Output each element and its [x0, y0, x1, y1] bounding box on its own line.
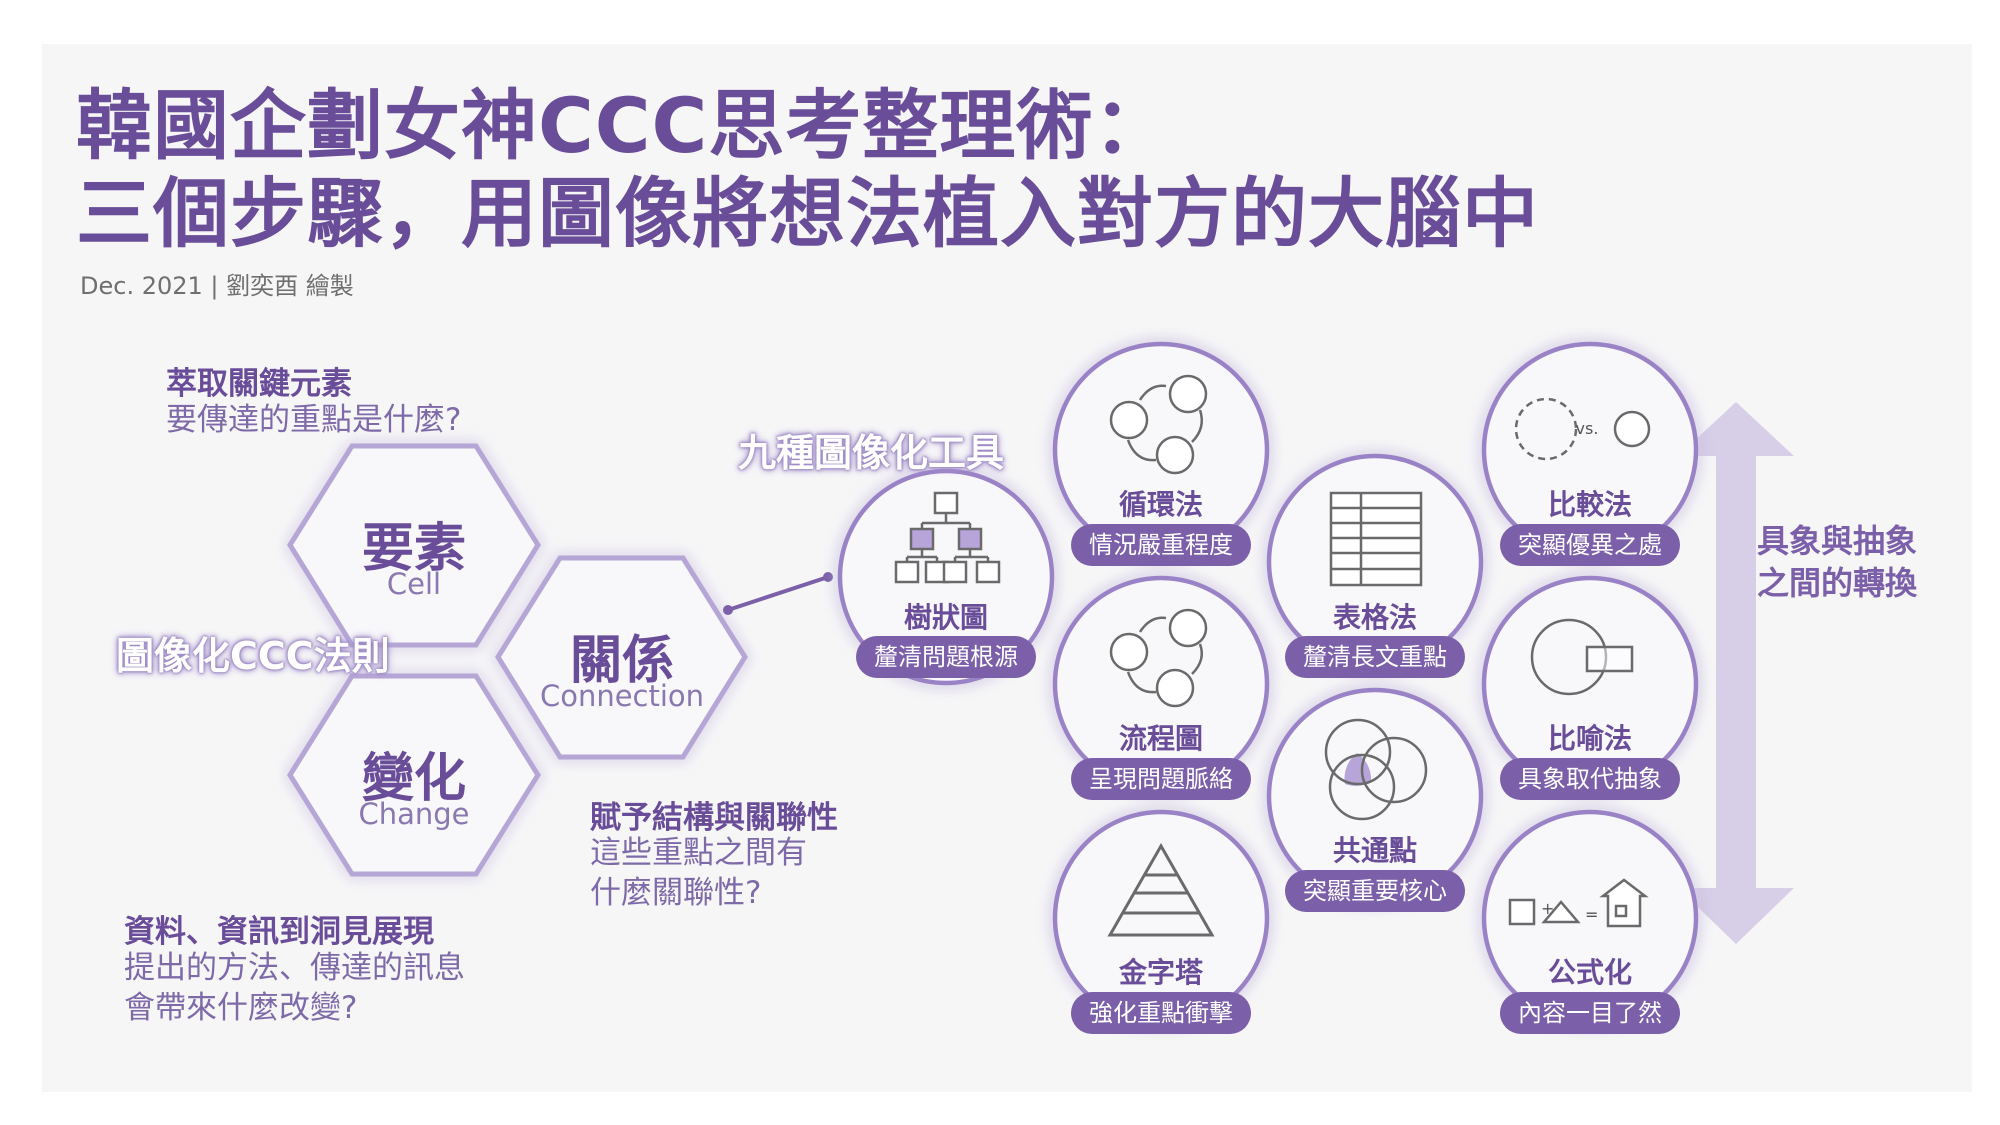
tool-name-pyramid: 金字塔: [1118, 956, 1203, 989]
tool-pill-common: 突顯重要核心: [1285, 870, 1465, 912]
tool-pill-metaphor: 具象取代抽象: [1500, 758, 1680, 800]
tool-pill-tree: 釐清問題根源: [856, 636, 1036, 678]
tool-pill-pyramid: 強化重點衝擊: [1071, 992, 1251, 1034]
tool-pill-formula: 內容一目了然: [1500, 992, 1680, 1034]
change-sub: Change: [358, 797, 470, 831]
hex-change: [287, 673, 541, 877]
tool-pill-table: 釐清長文重點: [1285, 636, 1465, 678]
connector-dot: [723, 605, 733, 615]
page-title-line1: 韓國企劃女神CCC思考整理術：: [76, 81, 1171, 170]
tool-pill-cycle: 情況嚴重程度: [1071, 524, 1251, 566]
connector-line: [727, 575, 829, 612]
page-title-line2: 三個步驟，用圖像將想法植入對方的大腦中: [76, 169, 1539, 258]
byline: Dec. 2021 | 劉奕酉 繪製: [80, 272, 354, 300]
venn-icon: [1324, 718, 1428, 821]
tool-name-formula: 公式化: [1547, 956, 1632, 989]
connection-sub: Connection: [539, 679, 705, 713]
side-label-line1: 具象與抽象: [1756, 522, 1917, 560]
compare-icon: vs.: [1514, 397, 1651, 461]
cell-title: 要素: [361, 519, 466, 579]
cell-heading: 萃取關鍵元素: [166, 366, 352, 402]
connection-heading: 賦予結構與關聯性: [590, 800, 838, 836]
connection-title: 關係: [569, 631, 674, 691]
tools-label: 九種圖像化工具: [738, 431, 1005, 475]
hex-cell: [287, 443, 541, 648]
hex-connection: [495, 555, 748, 760]
connection-desc-line2: 什麼關聯性?: [590, 875, 762, 911]
tool-pill-compare: 突顯優異之處: [1500, 524, 1680, 566]
change-desc-line1: 提出的方法、傳達的訊息: [124, 950, 465, 986]
connection-desc-line1: 這些重點之間有: [590, 835, 807, 871]
tool-pill-flow: 呈現問題脈絡: [1071, 758, 1251, 800]
tool-name-tree: 樹狀圖: [903, 601, 988, 634]
tool-name-common: 共通點: [1332, 834, 1417, 867]
double-arrow-icon: [1678, 402, 1794, 944]
table-icon: [1329, 491, 1423, 587]
tree-diagram-icon: [894, 491, 1001, 584]
change-title: 變化: [361, 749, 466, 809]
connector-dot: [823, 572, 833, 582]
formula-equals: =: [1585, 905, 1598, 924]
tool-name-cycle: 循環法: [1118, 488, 1203, 521]
abstract-concrete-label: 具象與抽象 之間的轉換: [1742, 520, 1932, 604]
metaphor-icon: [1530, 618, 1634, 696]
tool-name-metaphor: 比喻法: [1547, 722, 1632, 755]
change-desc-line2: 會帶來什麼改變?: [124, 990, 358, 1026]
compare-vs-label: vs.: [1576, 419, 1599, 438]
cell-desc-line1: 要傳達的重點是什麼?: [166, 402, 462, 438]
side-label-line2: 之間的轉換: [1756, 564, 1917, 602]
flow-icon: [1109, 608, 1208, 708]
tool-name-compare: 比較法: [1547, 488, 1632, 521]
tool-name-table: 表格法: [1332, 601, 1417, 634]
cycle-icon: [1109, 374, 1208, 475]
ccc-rule-label: 圖像化CCC法則: [116, 634, 390, 678]
formula-plus: +: [1541, 899, 1554, 918]
change-heading: 資料、資訊到洞見展現: [124, 914, 434, 950]
tool-name-flow: 流程圖: [1118, 722, 1203, 755]
formula-icon: + =: [1508, 878, 1649, 928]
pyramid-icon: [1107, 842, 1215, 937]
cell-sub: Cell: [386, 567, 442, 601]
